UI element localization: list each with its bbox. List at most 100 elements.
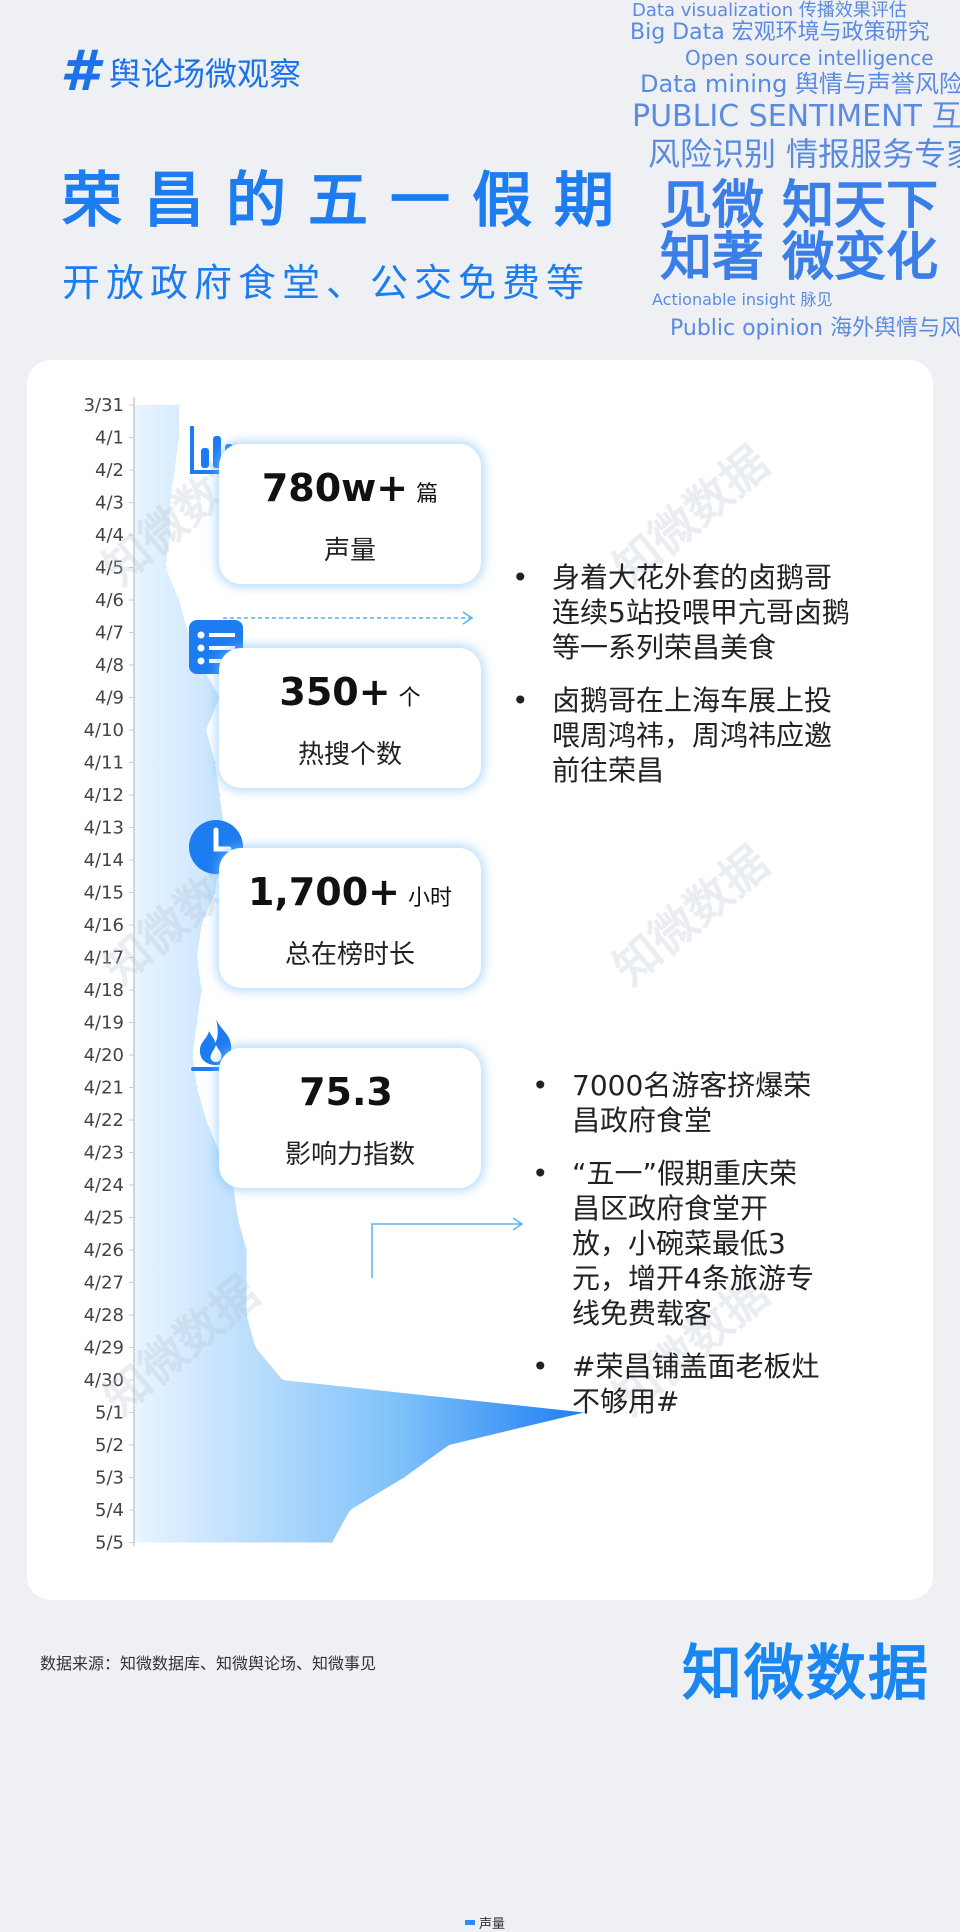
- y-tick-label: 4/4: [95, 525, 124, 546]
- chart-legend: 声量: [465, 1913, 505, 1932]
- stat-unit: 个: [398, 686, 421, 711]
- y-tick-label: 4/1: [95, 428, 124, 449]
- word-cloud-item: 知著 微变化: [660, 228, 939, 288]
- volume-point: [237, 1217, 238, 1218]
- y-tick-label: 5/3: [95, 1468, 124, 1489]
- stat-card-duration: 1,700+ 小时 总在榜时长: [219, 848, 481, 988]
- annotation-item: “五一”假期重庆荣昌区政府食堂开放，小碗菜最低3元，增开4条旅游专线免费载客: [532, 1156, 822, 1331]
- y-tick-label: 4/29: [84, 1338, 124, 1359]
- annotation-item: #荣昌铺盖面老板灶不够用#: [532, 1349, 822, 1419]
- y-tick-label: 4/25: [84, 1208, 124, 1229]
- volume-point: [169, 534, 171, 536]
- y-tick-label: 5/1: [95, 1403, 124, 1424]
- y-tick-label: 4/18: [84, 980, 124, 1001]
- stat-unit: 小时: [408, 886, 453, 911]
- y-tick-label: 4/23: [84, 1143, 124, 1164]
- volume-point: [178, 599, 180, 601]
- stat-card-hot-search: 350+个 热搜个数: [219, 648, 481, 788]
- stat-value: 75.3: [299, 1070, 393, 1114]
- y-tick-label: 4/27: [84, 1273, 124, 1294]
- annotation-item: 身着大花外套的卤鹅哥连续5站投喂甲亢哥卤鹅等一系列荣昌美食: [512, 560, 852, 665]
- stat-label: 总在榜时长: [284, 940, 415, 970]
- y-tick-label: 4/7: [95, 623, 124, 644]
- page-title: 荣昌的五一假期: [62, 166, 636, 236]
- y-tick-label: 4/10: [84, 720, 124, 741]
- volume-point: [214, 762, 216, 763]
- word-cloud-item: Big Data 宏观环境与政策研究: [630, 20, 930, 45]
- word-cloud-item: Data visualization 传播效果评估: [632, 0, 907, 21]
- volume-point: [246, 1314, 247, 1316]
- y-tick-label: 4/9: [95, 688, 124, 709]
- volume-point: [255, 1347, 256, 1348]
- volume-point: [174, 469, 175, 471]
- volume-point: [196, 957, 198, 958]
- volume-point: [169, 502, 171, 503]
- volume-point: [246, 1282, 247, 1283]
- volume-point: [192, 1054, 193, 1056]
- volume-point: [205, 729, 207, 731]
- volume-point: [349, 1509, 351, 1511]
- y-tick-label: 4/3: [95, 493, 124, 514]
- y-tick-label: 4/16: [84, 915, 124, 936]
- word-cloud-item: 见微 知天下: [660, 176, 939, 236]
- volume-point: [187, 632, 189, 633]
- y-tick-label: 4/24: [84, 1175, 124, 1196]
- stat-unit: 篇: [416, 482, 439, 507]
- word-cloud-item: Public opinion 海外舆情与风险监测: [670, 316, 960, 341]
- y-tick-label: 4/17: [84, 948, 124, 969]
- annotation-group-1: 身着大花外套的卤鹅哥连续5站投喂甲亢哥卤鹅等一系列荣昌美食 卤鹅哥在上海车展上投…: [512, 560, 852, 806]
- header: # 舆论场微观察 荣昌的五一假期 开放政府食堂、公交免费等 Data visua…: [0, 0, 960, 370]
- volume-point: [196, 1087, 198, 1088]
- y-tick-label: 4/6: [95, 590, 124, 611]
- stat-label: 热搜个数: [297, 740, 402, 770]
- annotation-item: 7000名游客挤爆荣昌政府食堂: [532, 1068, 822, 1138]
- y-tick-label: 4/22: [84, 1110, 124, 1131]
- y-tick-label: 4/13: [84, 818, 124, 839]
- y-tick-label: 4/19: [84, 1013, 124, 1034]
- arrow-2-head: [512, 1217, 524, 1231]
- hashtag-symbol: #: [60, 39, 99, 104]
- volume-point: [201, 924, 202, 926]
- y-tick-label: 5/4: [95, 1500, 124, 1521]
- volume-point: [246, 1249, 247, 1251]
- word-cloud-item: Open source intelligence: [685, 46, 934, 70]
- volume-point: [201, 989, 202, 991]
- volume-point: [196, 1022, 198, 1023]
- stat-value: 780w+: [261, 466, 409, 510]
- volume-point: [448, 1444, 450, 1446]
- hashtag-text: 舆论场微观察: [108, 55, 301, 93]
- y-tick-label: 4/12: [84, 785, 124, 806]
- y-tick-label: 4/2: [95, 460, 124, 481]
- volume-chart: 3/31 4/1 4/2 4/3 4/4 4/5 4/6 4/7 4/8 4/9 4/10 4/11 4…: [84, 395, 585, 1554]
- volume-area-series: [134, 405, 584, 1543]
- word-cloud-item: Actionable insight 脉见: [652, 290, 833, 309]
- y-tick-label: 4/26: [84, 1240, 124, 1261]
- brand-logo: 知微数据: [682, 1639, 930, 1709]
- hashtag: # 舆论场微观察: [60, 44, 301, 100]
- data-source: 数据来源：知微数据库、知微舆论场、知微事见: [40, 1654, 377, 1673]
- annotation-item: 卤鹅哥在上海车展上投喂周鸿祎，周鸿祎应邀前往荣昌: [512, 683, 852, 788]
- stat-label: 影响力指数: [284, 1140, 415, 1170]
- y-tick-label: 4/21: [84, 1078, 124, 1099]
- y-tick-label: 4/8: [95, 655, 124, 676]
- stat-card-volume: 780w+篇 声量: [219, 444, 481, 584]
- volume-point: [403, 1477, 405, 1478]
- y-tick-label: 4/14: [84, 850, 124, 871]
- volume-point: [331, 1542, 333, 1543]
- volume-point: [205, 1119, 207, 1121]
- y-tick-label: 4/11: [84, 753, 124, 774]
- y-tick-label: 4/5: [95, 558, 124, 579]
- page-subtitle: 开放政府食堂、公交免费等: [62, 261, 591, 305]
- y-tick-label: 4/28: [84, 1305, 124, 1326]
- volume-point: [178, 404, 180, 406]
- volume-point: [282, 1379, 283, 1381]
- volume-point: [214, 892, 216, 893]
- legend-label: 声量: [479, 1917, 506, 1932]
- stat-card-influence: 75.3 影响力指数: [219, 1048, 481, 1188]
- volume-point: [178, 437, 180, 438]
- y-tick-label: 5/5: [95, 1533, 124, 1554]
- y-tick-label: 3/31: [84, 395, 124, 416]
- legend-swatch: [465, 1920, 475, 1925]
- stat-value: 1,700+: [247, 870, 401, 914]
